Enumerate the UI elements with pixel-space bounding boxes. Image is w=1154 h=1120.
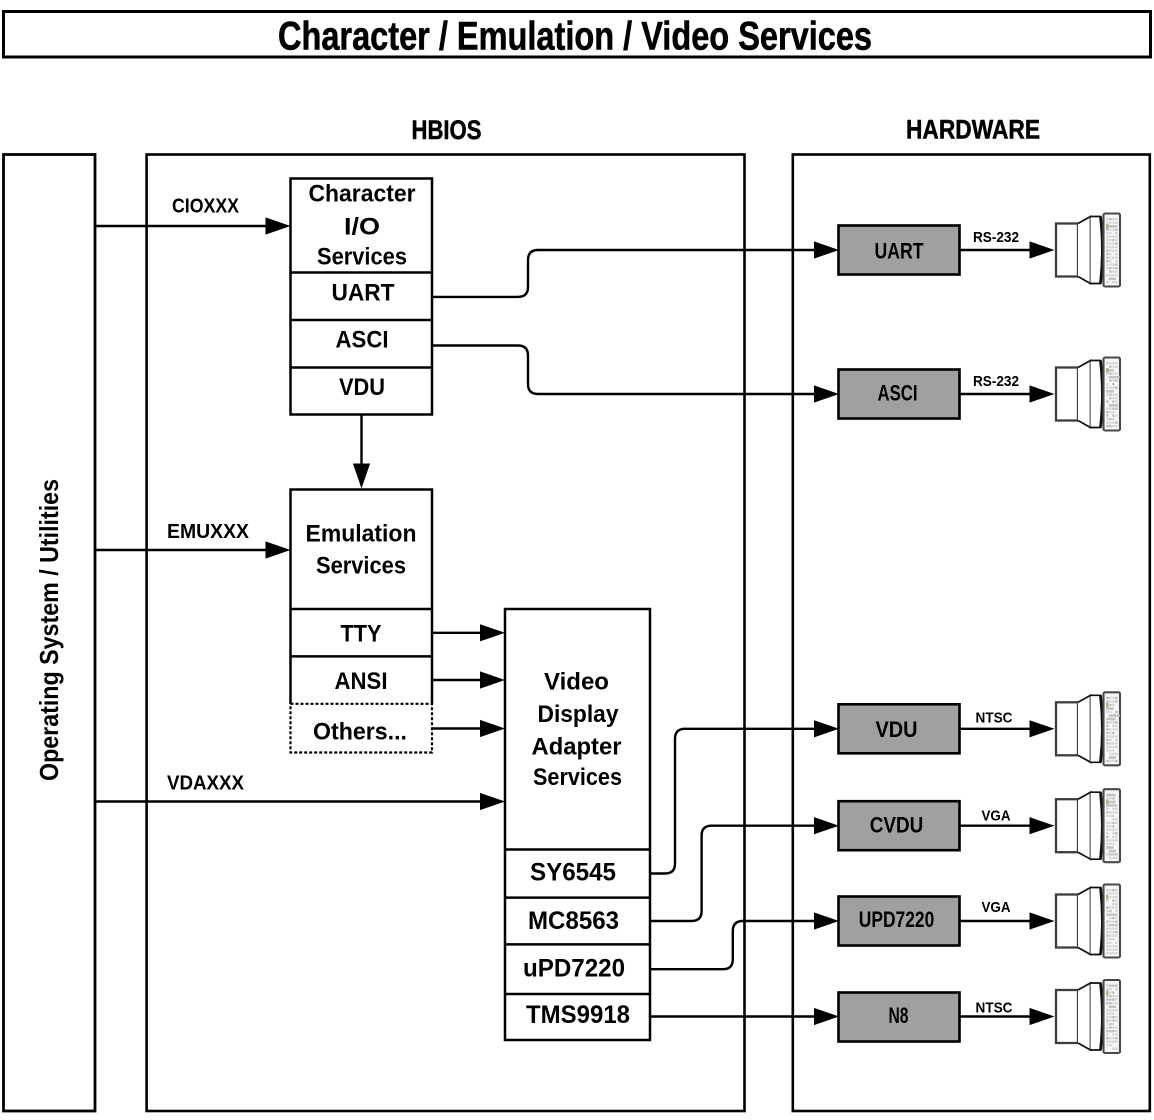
svg-text:VGA: VGA xyxy=(982,899,1011,916)
svg-text:ASCI: ASCI xyxy=(336,327,389,354)
svg-text:RS-232: RS-232 xyxy=(973,229,1019,246)
svg-text:TMS9918: TMS9918 xyxy=(526,1001,630,1029)
svg-text:ANSI: ANSI xyxy=(335,668,388,695)
svg-text:N8: N8 xyxy=(889,1003,909,1028)
svg-text:NTSC: NTSC xyxy=(976,710,1013,727)
svg-text:Adapter: Adapter xyxy=(532,734,622,761)
svg-text:HBIOS: HBIOS xyxy=(412,115,482,145)
svg-text:Operating System / Utilities: Operating System / Utilities xyxy=(34,479,64,781)
svg-text:UART: UART xyxy=(332,280,395,307)
svg-text:HARDWARE: HARDWARE xyxy=(906,115,1040,145)
svg-text:EMUXXX: EMUXXX xyxy=(167,521,250,543)
svg-text:Services: Services xyxy=(316,553,406,580)
svg-text:Character: Character xyxy=(309,181,416,208)
svg-text:RS-232: RS-232 xyxy=(973,373,1019,390)
svg-text:Emulation: Emulation xyxy=(306,521,417,548)
svg-text:UART: UART xyxy=(875,239,924,264)
svg-text:I/O: I/O xyxy=(344,214,380,241)
svg-text:Others...: Others... xyxy=(313,719,407,746)
svg-text:uPD7220: uPD7220 xyxy=(523,955,625,983)
svg-text:VDU: VDU xyxy=(339,374,385,401)
svg-text:MC8563: MC8563 xyxy=(528,907,619,935)
svg-text:Services: Services xyxy=(533,764,622,791)
svg-text:Display: Display xyxy=(538,701,620,728)
svg-text:Video: Video xyxy=(544,669,609,696)
svg-text:ASCI: ASCI xyxy=(878,381,918,406)
svg-text:CIOXXX: CIOXXX xyxy=(172,196,240,218)
svg-text:VDU: VDU xyxy=(876,717,918,742)
svg-text:Services: Services xyxy=(317,244,407,271)
svg-text:SY6545: SY6545 xyxy=(530,859,616,887)
svg-text:TTY: TTY xyxy=(341,621,382,648)
svg-text:Character / Emulation / Video: Character / Emulation / Video Services xyxy=(278,15,872,59)
svg-text:VDAXXX: VDAXXX xyxy=(167,773,245,795)
svg-text:UPD7220: UPD7220 xyxy=(859,907,935,932)
svg-text:VGA: VGA xyxy=(982,808,1011,825)
svg-text:CVDU: CVDU xyxy=(870,813,924,838)
svg-text:NTSC: NTSC xyxy=(976,1000,1013,1017)
